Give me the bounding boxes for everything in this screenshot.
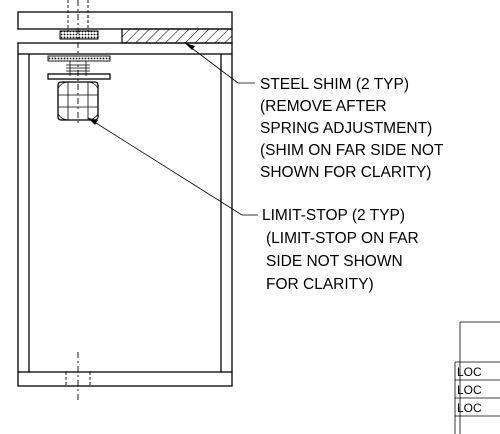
partial-table: LOC LOC LOC — [454, 321, 500, 434]
table-cell-2: LOC — [457, 383, 482, 397]
spring-washer — [47, 55, 111, 80]
shim-callout-line-5: SHOWN FOR CLARITY) — [260, 164, 431, 181]
steel-shim-callout: STEEL SHIM (2 TYP) (REMOVE AFTER SPRING … — [260, 76, 444, 181]
limit-stop-nut — [57, 81, 99, 121]
steel-shim — [121, 28, 233, 44]
shim-leader — [184, 42, 255, 84]
bolt-centerline — [67, 0, 89, 124]
limit-callout-line-3: SIDE NOT SHOWN — [266, 253, 403, 270]
table-cell-3: LOC — [457, 401, 482, 415]
limit-callout-line-4: FOR CLARITY) — [266, 276, 374, 293]
shim-callout-line-2: (REMOVE AFTER — [260, 98, 387, 115]
shim-callout-line-4: (SHIM ON FAR SIDE NOT — [260, 142, 444, 159]
limit-stop-callout: LIMIT-STOP (2 TYP) (LIMIT-STOP ON FAR SI… — [262, 207, 419, 293]
top-plate — [17, 11, 233, 30]
limit-stop-leader — [87, 117, 258, 216]
frame-top-flange — [17, 42, 233, 55]
limit-callout-line-1: LIMIT-STOP (2 TYP) — [262, 207, 405, 224]
limit-callout-line-2: (LIMIT-STOP ON FAR — [266, 230, 419, 247]
bolt-shim — [59, 30, 99, 40]
table-cell-1: LOC — [457, 365, 482, 379]
shim-callout-line-3: SPRING ADJUSTMENT) — [260, 120, 432, 137]
bottom-plate — [17, 371, 233, 387]
shim-callout-line-1: STEEL SHIM (2 TYP) — [260, 76, 409, 93]
bottom-centerline — [65, 352, 91, 402]
frame-body — [17, 54, 233, 372]
